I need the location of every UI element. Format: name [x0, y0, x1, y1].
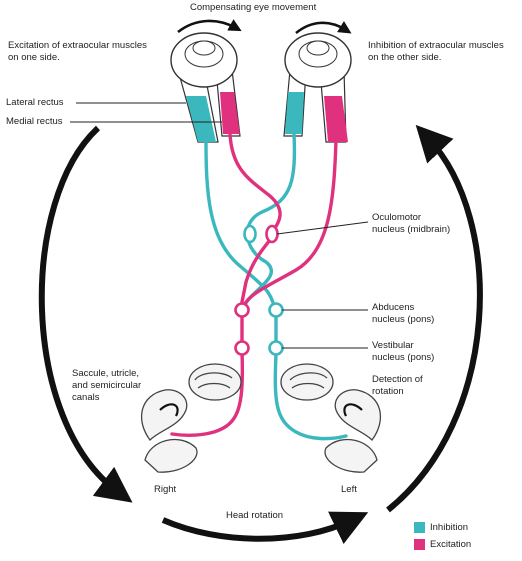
compensating-arrows: [177, 19, 352, 35]
leader-lines: [70, 102, 369, 349]
saccule-label-line2: and semicircular: [72, 380, 142, 391]
excitation-pathways: [170, 132, 338, 438]
oculomotor-label-line1: Oculomotor: [372, 212, 422, 223]
inhibition-label-line1: Inhibition of extraocular muscles: [368, 40, 504, 51]
right-label: Right: [154, 484, 177, 495]
vestibular-label-line1: Vestibular: [372, 340, 414, 351]
abducens-label-line2: nucleus (pons): [372, 314, 435, 325]
legend-label-inhibition: Inhibition: [430, 522, 469, 533]
compensating-eye-movement-label: Compensating eye movement: [190, 2, 317, 13]
left-inner-ear: [280, 363, 381, 473]
abducens-label-line1: Abducens: [372, 302, 415, 313]
rotation-arrow-bottom: [161, 511, 369, 545]
lateral-rectus-label: Lateral rectus: [6, 97, 64, 108]
saccule-label-line3: canals: [72, 392, 100, 403]
vestibular-nucleus-left: [234, 340, 250, 356]
nuclei: [234, 224, 284, 356]
left-label: Left: [341, 484, 357, 495]
vestibular-nucleus-right: [268, 340, 284, 356]
detection-label-line1: Detection of: [372, 374, 423, 385]
excitation-label-line1: Excitation of extraocular muscles: [8, 40, 147, 51]
abducens-nucleus-left: [234, 302, 250, 318]
oculomotor-label-line2: nucleus (midbrain): [372, 224, 451, 235]
saccule-label-line1: Saccule, utricle,: [72, 368, 140, 379]
right-inner-ear: [141, 363, 242, 473]
rotation-arrow-right: [386, 124, 483, 513]
head-rotation-arrows: [38, 124, 483, 545]
right-lateral-rectus-muscle: [324, 96, 348, 142]
legend-swatch-inhibition: [414, 522, 425, 533]
right-medial-rectus-muscle: [285, 92, 304, 134]
excitation-label-line2: on one side.: [8, 52, 60, 63]
head-rotation-label: Head rotation: [226, 510, 284, 521]
compensating-arrow-right: [295, 21, 352, 35]
right-eye: [283, 32, 352, 143]
legend-label-excitation: Excitation: [430, 539, 472, 550]
left-eye: [170, 32, 241, 143]
rotation-arrow-left: [38, 125, 133, 503]
inhibition-label-line2: on the other side.: [368, 52, 442, 63]
legend-swatch-excitation: [414, 539, 425, 550]
abducens-nucleus-right: [268, 302, 284, 318]
oculomotor-nucleus-left: [243, 224, 257, 244]
left-lateral-rectus-muscle: [186, 96, 216, 142]
compensating-arrow-left: [177, 19, 242, 34]
oculomotor-nucleus-right: [265, 224, 279, 244]
vestibular-label-line2: nucleus (pons): [372, 352, 435, 363]
left-medial-rectus-muscle: [220, 92, 240, 134]
detection-label-line2: rotation: [372, 386, 404, 397]
medial-rectus-label: Medial rectus: [6, 116, 63, 127]
